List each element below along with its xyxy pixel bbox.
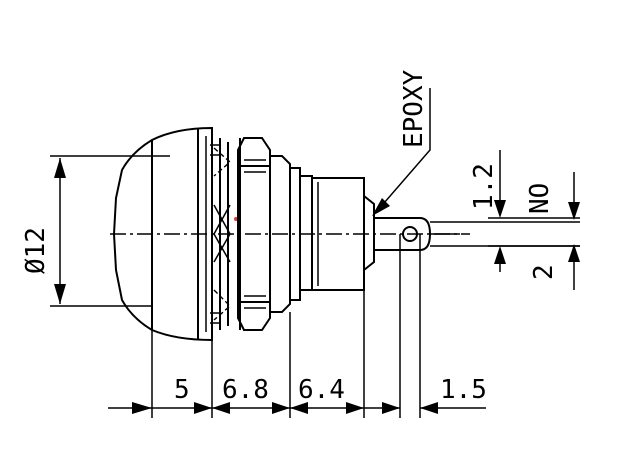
no-offset-dimension <box>568 172 580 290</box>
pin-thickness-label: 1.2 <box>469 163 499 210</box>
no-label: NO <box>525 183 555 214</box>
dim-pin-label: 1.5 <box>440 375 487 405</box>
terminal-pin <box>374 217 580 251</box>
extension-lines <box>151 234 421 418</box>
diameter-label: Ø12 <box>21 227 51 274</box>
dim-cap-label: 5 <box>174 375 190 405</box>
pin-thickness-dimension <box>488 150 580 272</box>
diameter-dimension <box>50 155 170 307</box>
dim-body-label: 6.4 <box>298 375 345 405</box>
dimension-chain <box>108 402 486 414</box>
pin-offset-label: 2 <box>529 264 559 280</box>
switch-body <box>300 175 375 291</box>
epoxy-label: EPOXY <box>399 69 429 148</box>
epoxy-leader <box>372 88 431 216</box>
dim-nut-label: 6.8 <box>222 375 269 405</box>
